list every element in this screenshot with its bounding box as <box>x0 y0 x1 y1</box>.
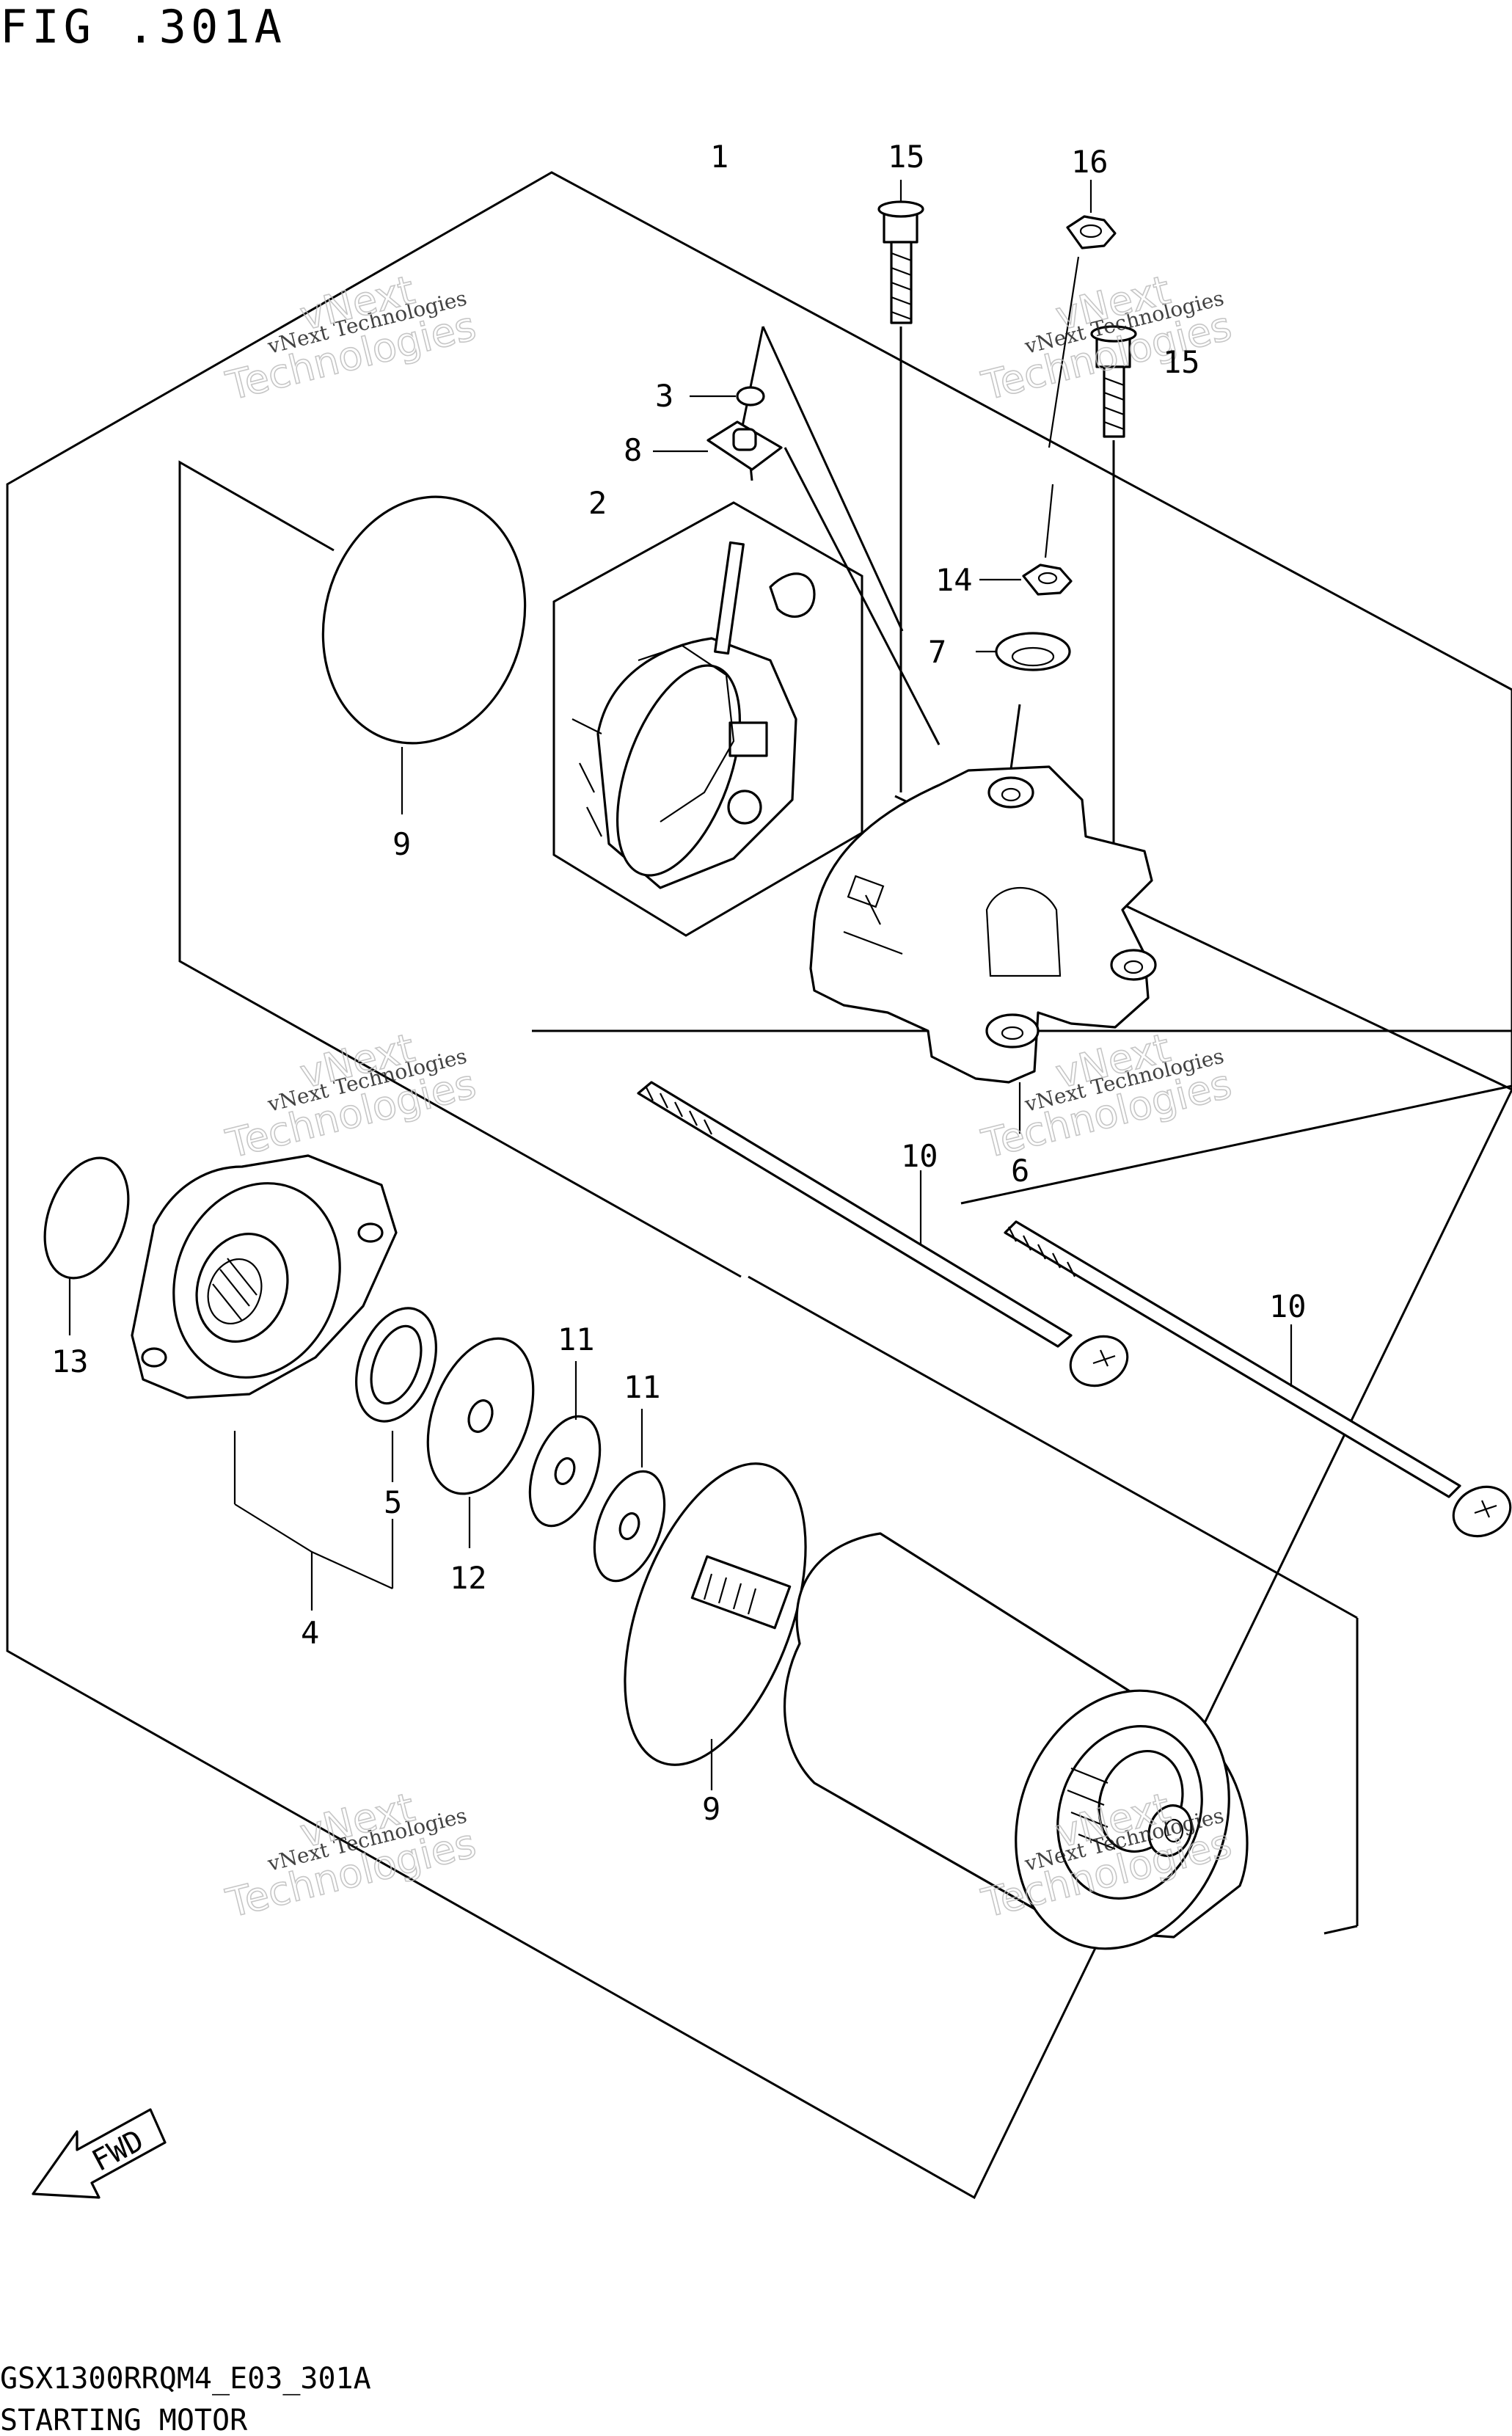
callout-2: 2 <box>588 485 607 521</box>
callout-7: 7 <box>928 634 946 670</box>
callout-11-b: 11 <box>624 1369 661 1405</box>
o-ring-small <box>736 386 765 406</box>
through-bolt-10-upper <box>637 1081 1129 1387</box>
callout-10-lower: 10 <box>1269 1288 1307 1324</box>
nut-16 <box>1066 215 1117 249</box>
callout-9-upper: 9 <box>392 826 411 862</box>
bolt-15-right <box>1090 325 1137 438</box>
bolt-15-center <box>877 200 924 324</box>
washer-cup-7 <box>995 632 1071 671</box>
o-ring-large-upper <box>321 495 527 745</box>
brush-holder-assembly <box>571 541 816 889</box>
washer-11-a <box>528 1415 602 1528</box>
figure-caption: STARTING MOTOR <box>0 2404 248 2436</box>
callout-12: 12 <box>450 1560 487 1596</box>
callout-1: 1 <box>710 139 728 175</box>
o-ring-large-lower <box>624 1462 807 1766</box>
assembly-outline <box>6 171 1512 2200</box>
armature-yoke <box>690 1532 1249 1950</box>
nut-14 <box>1022 564 1073 596</box>
watermark-3: vNext Technologies vNext Technologies <box>221 1024 481 1168</box>
callout-10-upper: 10 <box>901 1138 938 1174</box>
through-bolt-10-lower <box>1004 1220 1512 1538</box>
callout-16: 16 <box>1071 144 1109 180</box>
rear-housing <box>809 765 1157 1084</box>
callout-3: 3 <box>655 378 673 414</box>
washer-12 <box>426 1337 535 1495</box>
callout-13: 13 <box>51 1343 89 1379</box>
callout-4: 4 <box>301 1615 319 1651</box>
figure-title: FIG .301A <box>0 0 286 54</box>
o-ring-13 <box>43 1156 130 1280</box>
callout-15-right: 15 <box>1163 344 1200 380</box>
bracket-housing-group <box>178 460 742 1278</box>
watermark-5: vNext Technologies vNext Technologies <box>221 1784 481 1928</box>
watermark-1: vNext Technologies vNext Technologies <box>221 266 481 410</box>
bracket-rear-group <box>532 1029 1512 1086</box>
front-housing <box>131 1154 398 1399</box>
callout-15-top: 15 <box>888 139 925 175</box>
figure-code: GSX1300RRQM4_E03_301A <box>0 2362 371 2396</box>
washer-11-b <box>593 1470 666 1583</box>
callout-11-a: 11 <box>558 1321 595 1357</box>
callout-14: 14 <box>935 562 973 598</box>
fwd-arrow-icon: FWD <box>32 2108 167 2199</box>
callout-6: 6 <box>1011 1153 1029 1189</box>
terminal-plate <box>706 420 783 471</box>
callout-5: 5 <box>384 1484 402 1520</box>
oil-seal-5 <box>355 1307 437 1423</box>
callout-9-lower: 9 <box>702 1791 720 1827</box>
callout-8: 8 <box>624 432 642 468</box>
